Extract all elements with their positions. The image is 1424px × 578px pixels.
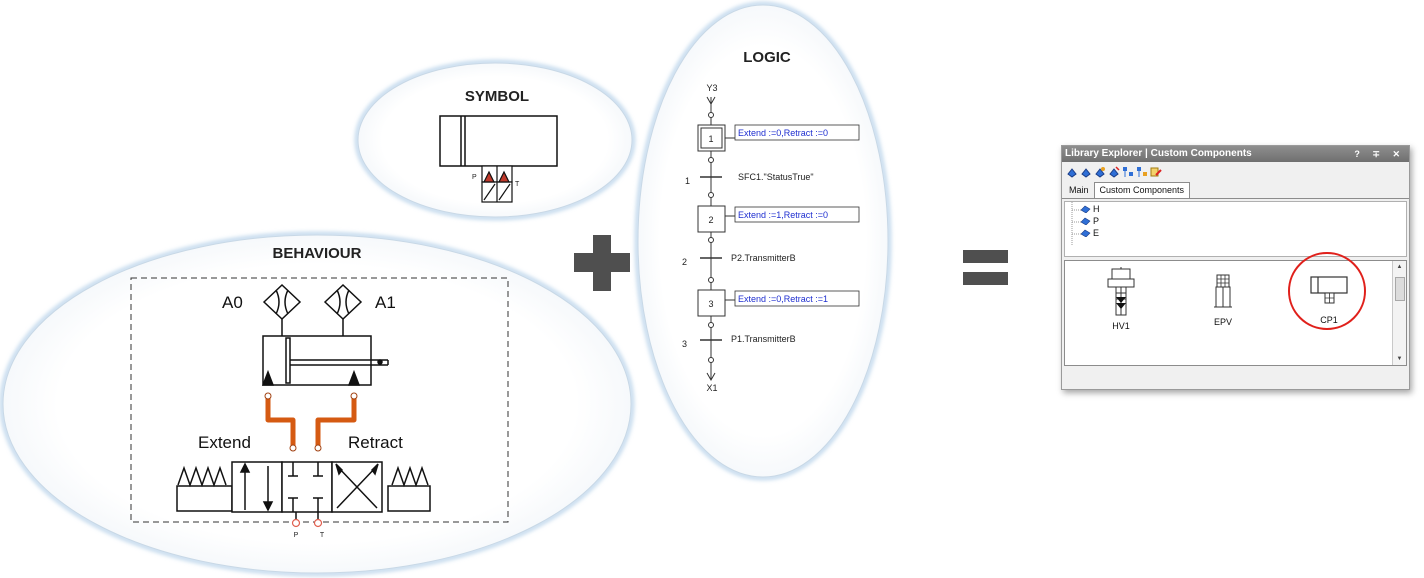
folder-icon — [1081, 217, 1091, 225]
proportional-valve-icon — [1214, 274, 1232, 308]
logic-title: LOGIC — [743, 49, 791, 66]
library-tabs: Main Custom Components — [1062, 182, 1409, 199]
new-library-icon[interactable] — [1080, 166, 1092, 178]
component-label: HV1 — [1112, 321, 1130, 331]
transition-1-number: 1 — [685, 176, 690, 186]
library-explorer-window: Library Explorer | Custom Components ? ∓… — [1061, 145, 1410, 390]
sfc-step-1: 1 Extend :=0,Retract :=0 — [697, 124, 860, 152]
sensor-a0-icon — [262, 283, 302, 336]
hand-valve-icon — [1107, 267, 1135, 316]
folder-icon — [1081, 205, 1091, 213]
transition-2-number: 2 — [682, 257, 687, 267]
logic-bottom-label: X1 — [706, 383, 717, 393]
transition-2-condition: P2.TransmitterB — [731, 253, 796, 263]
folder-icon — [1081, 229, 1091, 237]
grid-view-icon[interactable] — [1122, 166, 1134, 178]
sfc-transition-1: 1 SFC1."StatusTrue" — [685, 172, 814, 186]
transition-3-condition: P1.TransmitterB — [731, 334, 796, 344]
pressure-ports — [291, 518, 323, 528]
behaviour-ellipse — [0, 232, 634, 576]
retract-label: Retract — [348, 433, 403, 452]
step-1-action: Extend :=0,Retract :=0 — [738, 128, 828, 138]
behaviour-boundary — [130, 277, 509, 523]
cylinder-component-icon — [1310, 276, 1348, 304]
symbol-port-t: T — [515, 181, 520, 188]
symbol-cylinder-icon — [439, 115, 558, 167]
symbol-port-p: P — [472, 174, 477, 181]
transition-1-condition: SFC1."StatusTrue" — [738, 172, 814, 182]
tree-lines — [1071, 202, 1081, 246]
tree-item-h[interactable]: H — [1081, 204, 1100, 214]
component-scrollbar[interactable]: ▲ ▼ — [1392, 261, 1406, 365]
extend-label: Extend — [198, 433, 251, 452]
tree-item-e[interactable]: E — [1081, 228, 1099, 238]
pipe-lines — [265, 396, 357, 448]
behaviour-port-p: P — [294, 532, 299, 539]
behaviour-section: BEHAVIOUR A0 A1 — [130, 245, 509, 539]
tree-item-label: H — [1093, 204, 1100, 214]
plus-operator — [574, 235, 630, 291]
component-grid: HV1 EPV CP1 ▲ — [1064, 252, 1407, 366]
logic-ellipse — [635, 2, 891, 480]
component-label: EPV — [1213, 317, 1232, 327]
cylinder-icon — [261, 335, 389, 386]
behaviour-port-t: T — [320, 532, 325, 539]
library-toolbar — [1062, 162, 1409, 182]
step-3-action: Extend :=0,Retract :=1 — [738, 294, 828, 304]
list-view-icon[interactable] — [1136, 166, 1148, 178]
component-cp1[interactable]: CP1 — [1309, 271, 1349, 325]
behaviour-title: BEHAVIOUR — [273, 245, 362, 262]
sensor-a0-label: A0 — [222, 293, 243, 312]
scroll-up-arrow[interactable]: ▲ — [1396, 264, 1403, 270]
tree-item-p[interactable]: P — [1081, 216, 1099, 226]
tree-item-label: E — [1093, 228, 1100, 238]
equals-operator — [963, 250, 1008, 285]
symbol-title: SYMBOL — [465, 88, 529, 105]
sensor-a1-icon — [323, 283, 363, 336]
import-icon[interactable] — [1108, 166, 1120, 178]
component-hv1[interactable]: HV1 — [1101, 267, 1141, 331]
highlight-circle — [1288, 252, 1366, 330]
sfc-step-2: 2 Extend :=1,Retract :=0 — [697, 205, 860, 233]
scroll-down-arrow[interactable]: ▼ — [1396, 356, 1403, 362]
component-epv[interactable]: EPV — [1203, 273, 1243, 327]
component-label: CP1 — [1320, 315, 1338, 325]
sfc-dots — [708, 112, 714, 363]
logic-top-label: Y3 — [706, 83, 717, 93]
sfc-step-3: 3 Extend :=0,Retract :=1 — [697, 289, 860, 317]
library-titlebar: Library Explorer | Custom Components ? ∓… — [1062, 146, 1409, 162]
window-controls[interactable]: ? ∓ ✕ — [1354, 149, 1405, 159]
step-2-action: Extend :=1,Retract :=0 — [738, 210, 828, 220]
scroll-thumb[interactable] — [1395, 277, 1405, 301]
step-2-number: 2 — [708, 215, 713, 225]
library-title: Library Explorer | Custom Components — [1065, 148, 1252, 159]
symbol-valve-icon — [481, 165, 513, 203]
sfc-transition-2: 2 P2.TransmitterB — [682, 253, 796, 267]
step-3-number: 3 — [708, 299, 713, 309]
step-1-number: 1 — [708, 134, 713, 144]
symbol-section: SYMBOL P T — [439, 88, 558, 203]
logic-section: LOGIC Y3 1 Extend :=0,Retract :=0 1 SFC1… — [682, 49, 860, 393]
sfc-transition-3: 3 P1.TransmitterB — [682, 334, 796, 349]
tab-main[interactable]: Main — [1069, 185, 1089, 195]
add-component-icon[interactable] — [1094, 166, 1106, 178]
valve-icon — [176, 461, 431, 520]
transition-3-number: 3 — [682, 339, 687, 349]
pipe-joints — [264, 392, 358, 452]
properties-icon[interactable] — [1150, 166, 1162, 178]
library-tree: H P E — [1064, 201, 1407, 257]
tab-custom-components[interactable]: Custom Components — [1093, 182, 1191, 198]
sensor-a1-label: A1 — [375, 293, 396, 312]
tree-item-label: P — [1093, 216, 1100, 226]
open-library-icon[interactable] — [1066, 166, 1078, 178]
